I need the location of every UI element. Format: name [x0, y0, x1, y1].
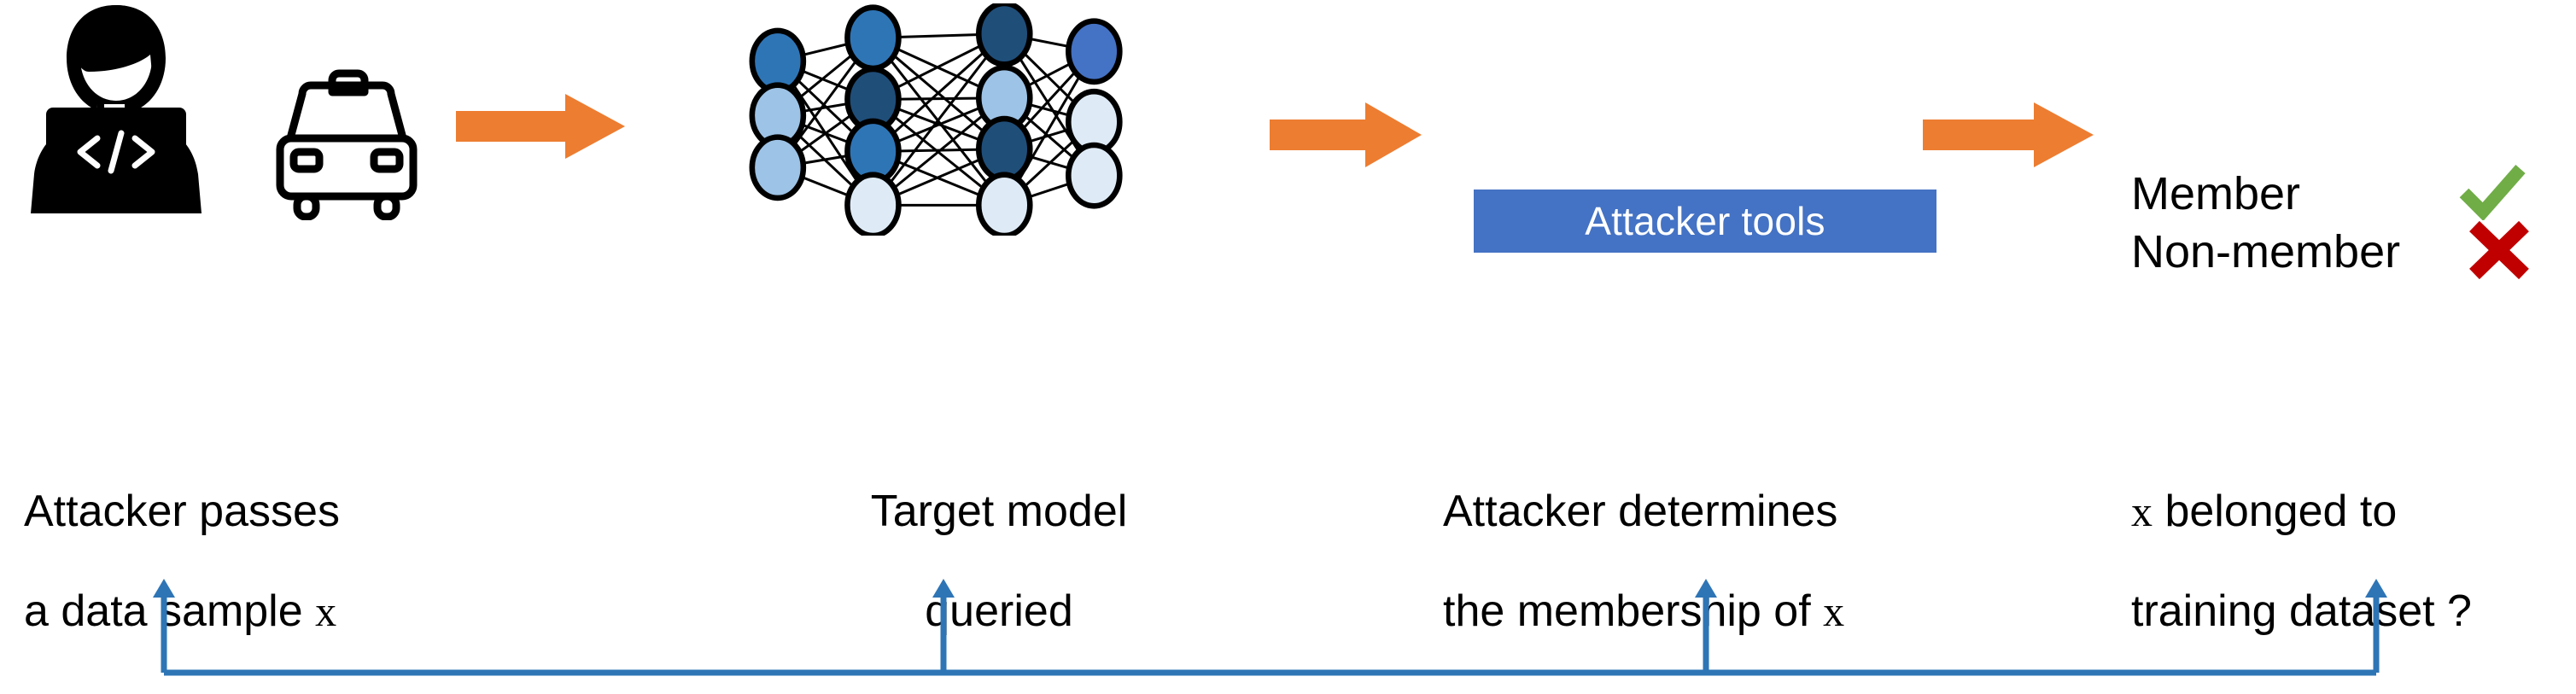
network-node-2-4	[844, 172, 902, 239]
bracket-up-arrow-1	[153, 579, 175, 673]
bracket-up-arrow-4	[2365, 579, 2387, 673]
taxi-front-view-icon	[241, 67, 454, 221]
network-node-3-4	[975, 172, 1033, 239]
network-node-4-1	[1066, 18, 1123, 85]
network-layer-3	[975, 0, 1033, 239]
green-check-icon	[2456, 164, 2541, 225]
right-arrow-icon-1	[456, 94, 625, 159]
caption-line-1: Target model	[870, 487, 1128, 537]
caption-line-2: the membership of x	[1443, 586, 2006, 636]
attack-outcome-group: Member Non-member	[2131, 164, 2541, 312]
network-node-2-1	[844, 4, 902, 72]
variable-x: x	[315, 586, 337, 635]
outcome-row-member: Member	[2131, 164, 2541, 221]
neural-network-diagram	[657, 0, 1255, 239]
network-edges	[776, 32, 1095, 207]
non-member-label: Non-member	[2131, 226, 2401, 277]
right-arrow-icon-3	[1923, 102, 2094, 167]
outcome-row-non-member: Non-member	[2131, 220, 2541, 279]
right-arrow-icon-2	[1270, 102, 1422, 167]
caption-line-2: training dataset ?	[2131, 586, 2472, 636]
network-node-3-3	[975, 115, 1033, 183]
member-label: Member	[2131, 168, 2301, 219]
caption-line-2-text: the membership of	[1443, 586, 1824, 636]
network-layer-4	[1066, 18, 1123, 209]
caption-attacker-passes: Attacker passes a data sample x	[24, 437, 502, 685]
attacker-tools-box[interactable]: Attacker tools	[1474, 190, 1936, 253]
network-node-4-3	[1066, 142, 1123, 209]
attacker-person-with-laptop-icon	[15, 3, 254, 217]
attacker-tools-label: Attacker tools	[1585, 199, 1825, 243]
feedback-bracket	[0, 563, 2576, 691]
network-node-3-1	[975, 0, 1033, 67]
variable-x: x	[1823, 586, 1845, 635]
network-edge	[872, 32, 1006, 207]
caption-belonged-to-training-dataset: x belonged to training dataset ?	[2131, 437, 2575, 685]
caption-line-2-text: a data sample	[24, 586, 316, 636]
network-layer-1	[749, 27, 807, 201]
network-layer-2	[844, 4, 902, 239]
network-node-1-3	[749, 134, 807, 201]
red-cross-icon	[2466, 219, 2541, 285]
caption-line-1: Attacker passes	[24, 487, 340, 537]
caption-line-2: a data sample x	[24, 586, 502, 636]
caption-line-1: Attacker determines	[1443, 487, 1838, 537]
caption-line-1: x belonged to	[2131, 487, 2575, 536]
caption-attacker-determines: Attacker determines the membership of x	[1443, 437, 2006, 685]
bracket-up-arrow-2	[932, 579, 955, 673]
variable-x: x	[2131, 487, 2153, 536]
bracket-up-arrow-3	[1695, 579, 1717, 673]
caption-line-1-text: belonged to	[2153, 487, 2398, 537]
